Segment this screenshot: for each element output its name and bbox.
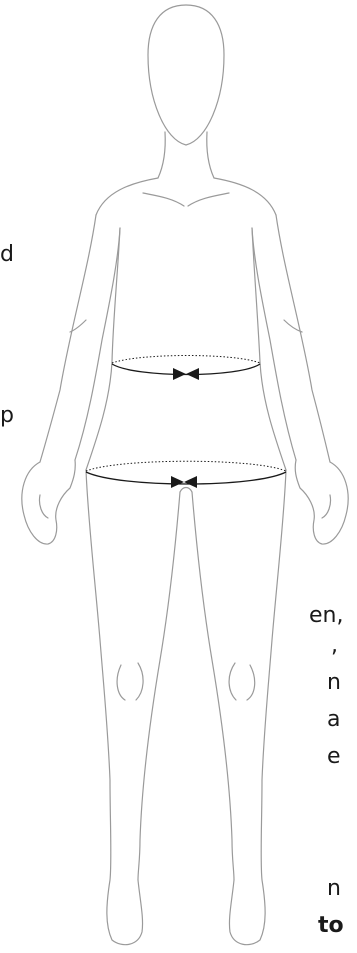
waist-arrow-right	[186, 368, 199, 380]
right-hand	[295, 460, 348, 544]
right-leg-inner	[192, 492, 234, 880]
crotch	[180, 488, 192, 493]
right-leg-outer	[229, 470, 286, 945]
left-hand	[22, 460, 75, 544]
waist-front-line	[112, 364, 260, 375]
waist-measure	[112, 356, 260, 381]
left-arm-outer	[40, 215, 96, 462]
neck-outline	[158, 132, 214, 178]
waist-back-dotted	[112, 356, 260, 364]
right-knee	[229, 663, 255, 700]
right-arm-outer	[276, 215, 330, 462]
hip-arrow-right	[184, 476, 197, 488]
torso-left-side	[86, 228, 120, 470]
hip-arrow-left	[171, 476, 184, 488]
waist-arrow-left	[173, 368, 186, 380]
head-outline	[148, 5, 224, 145]
left-leg-inner	[138, 492, 180, 880]
hip-back-dotted	[86, 461, 286, 471]
body-outline	[22, 5, 348, 945]
torso-right-side	[252, 228, 286, 470]
shoulders-outline	[96, 178, 276, 215]
left-knee	[117, 663, 143, 700]
collarbones	[143, 193, 229, 206]
left-leg-outer	[86, 470, 143, 945]
hip-measure	[86, 461, 286, 488]
